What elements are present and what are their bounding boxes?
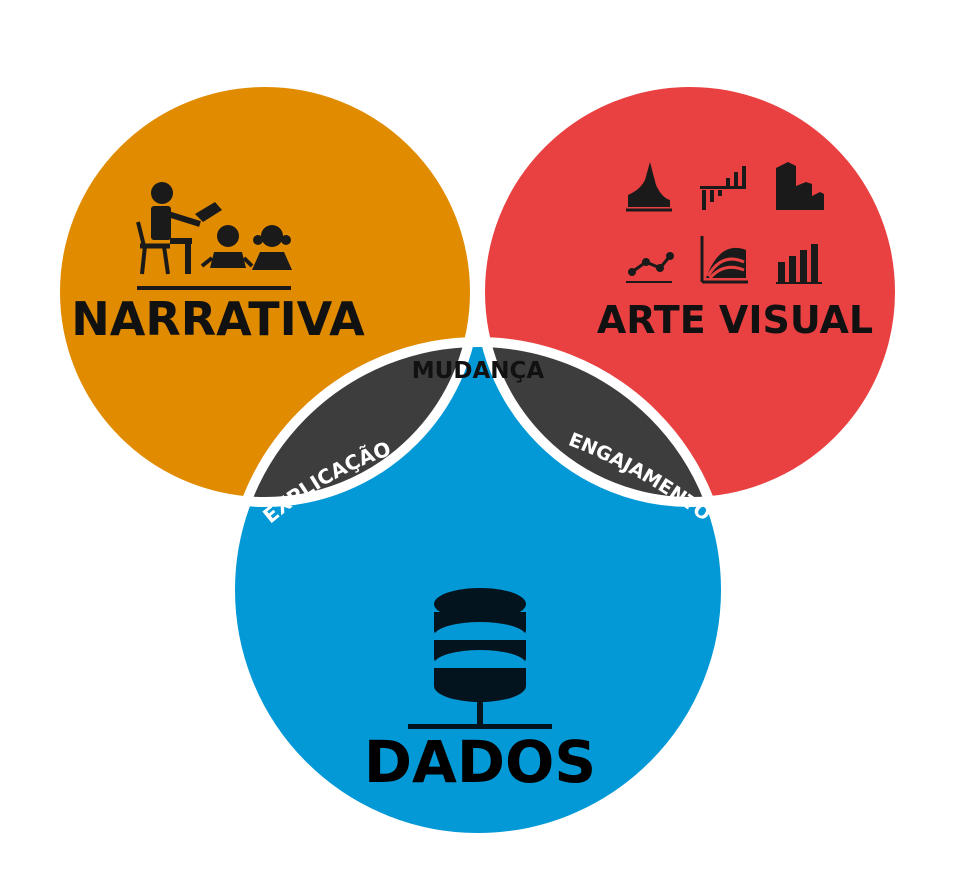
chart-icons-grid xyxy=(626,162,824,284)
area-chart-icon xyxy=(626,162,672,212)
label-narrativa: NARRATIVA xyxy=(71,292,365,346)
label-arte-visual: ARTE VISUAL xyxy=(597,298,873,342)
ring-dados xyxy=(225,337,731,843)
database-icon xyxy=(408,588,552,729)
stacked-blocks-icon xyxy=(776,162,824,210)
overlap-narrativa-dados xyxy=(230,342,475,502)
layered-area-icon xyxy=(700,236,748,284)
bar-chart-icon xyxy=(776,244,822,284)
storyteller-icon xyxy=(136,182,292,290)
label-esclarecimento: ESCLARECIMENTO xyxy=(469,147,488,309)
overlap-arte-dados xyxy=(480,342,726,502)
label-dados: DADOS xyxy=(364,728,596,796)
scatter-line-icon xyxy=(626,252,674,283)
ring-arte-visual xyxy=(475,77,905,507)
bar-steps-icon xyxy=(700,166,746,210)
label-mudanca: MUDANÇA xyxy=(412,358,545,384)
